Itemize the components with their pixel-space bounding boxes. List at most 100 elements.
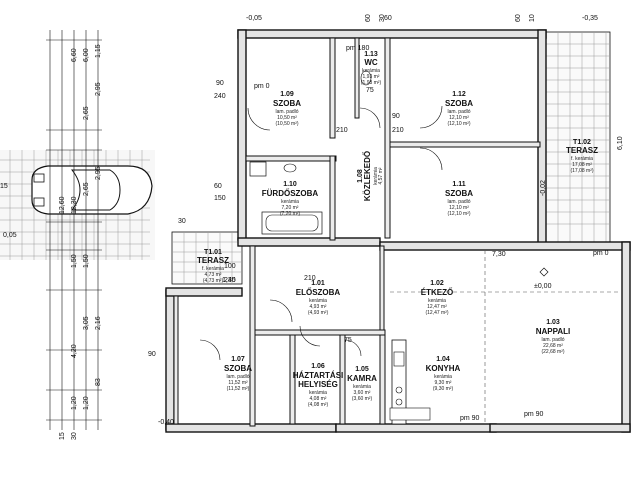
svg-text:12,10 m²: 12,10 m² — [449, 115, 469, 121]
svg-text:2,65: 2,65 — [83, 106, 90, 120]
svg-text:240: 240 — [214, 93, 226, 100]
svg-text:12,60: 12,60 — [59, 196, 66, 214]
svg-text:kerámia: kerámia — [428, 298, 446, 304]
svg-text:-0,02: -0,02 — [540, 180, 547, 196]
svg-text:0,05: 0,05 — [3, 232, 17, 239]
svg-text:T1.02: T1.02 — [573, 139, 591, 146]
svg-text:(22,68 m²): (22,68 m²) — [541, 349, 564, 355]
svg-text:12,10 m²: 12,10 m² — [449, 205, 469, 211]
svg-text:NAPPALI: NAPPALI — [536, 327, 571, 336]
svg-text:2,16: 2,16 — [95, 316, 102, 330]
svg-text:30: 30 — [71, 432, 78, 440]
room-1-13: 1.13 WC kerámia 1,93 m² (1,93 m²) — [361, 51, 382, 86]
door-swings — [199, 105, 443, 361]
svg-text:(4,93 m²): (4,93 m²) — [308, 310, 329, 316]
svg-text:lam. padló: lam. padló — [541, 337, 564, 343]
svg-text:4,08 m²: 4,08 m² — [310, 396, 327, 402]
svg-text:1,50: 1,50 — [83, 254, 90, 268]
svg-text:60: 60 — [365, 14, 372, 22]
svg-text:2,95: 2,95 — [95, 82, 102, 96]
svg-text:f. kerámia: f. kerámia — [202, 266, 224, 272]
svg-text:90: 90 — [216, 80, 224, 87]
svg-text:1,20: 1,20 — [83, 396, 90, 410]
svg-text:10: 10 — [529, 14, 536, 22]
svg-text:KÖZLEKEDŐ: KÖZLEKEDŐ — [363, 151, 372, 201]
svg-text:9,30 m²: 9,30 m² — [435, 380, 452, 386]
svg-text:6,60: 6,60 — [71, 48, 78, 62]
svg-text:lam. padló: lam. padló — [226, 374, 249, 380]
door-dimensions: 90 240 210 90 210 60 150 100 240 75 210 … — [148, 15, 404, 358]
svg-text:1.08: 1.08 — [357, 169, 364, 183]
svg-text:kerámia: kerámia — [373, 167, 379, 185]
svg-text:lam. padló: lam. padló — [447, 109, 470, 115]
svg-text:1.12: 1.12 — [452, 91, 466, 98]
room-1-02: 1.02 ÉTKEZŐ kerámia 12,47 m² (12,47 m²) — [421, 280, 453, 316]
svg-text:KAMRA: KAMRA — [347, 374, 377, 383]
svg-text:KONYHA: KONYHA — [426, 364, 461, 373]
svg-text:(3,60 m²): (3,60 m²) — [352, 396, 373, 402]
svg-text:1,20: 1,20 — [71, 396, 78, 410]
svg-text:3,05: 3,05 — [83, 316, 90, 330]
top-dimensions: 60 30 60 10 — [365, 14, 536, 22]
svg-text:pm 0: pm 0 — [254, 83, 270, 90]
room-1-09: 1.09 SZOBA lam. padló 10,50 m² (10,50 m²… — [273, 91, 301, 127]
svg-text:1.13: 1.13 — [364, 51, 378, 58]
svg-text:WC: WC — [364, 58, 378, 67]
svg-text:1.09: 1.09 — [280, 91, 294, 98]
svg-text:(12,10 m²): (12,10 m²) — [447, 211, 470, 217]
svg-text:kerámia: kerámia — [281, 199, 299, 205]
svg-text:±0,00: ±0,00 — [534, 283, 552, 290]
dashed-lines — [390, 250, 620, 424]
svg-text:(7,20 m²): (7,20 m²) — [280, 211, 301, 217]
svg-text:90: 90 — [148, 351, 156, 358]
svg-text:75: 75 — [344, 337, 352, 344]
kitchen-counter — [389, 339, 431, 425]
svg-text:HELYISÉG: HELYISÉG — [298, 380, 338, 389]
svg-text:SZOBA: SZOBA — [445, 189, 473, 198]
svg-text:1.04: 1.04 — [436, 356, 450, 363]
left-dimension-text: 6,60 6,00 2,95 2,65 2,95 2,65 1,15 12,60… — [59, 44, 102, 440]
svg-text:2,95: 2,95 — [95, 166, 102, 180]
svg-text:2,65: 2,65 — [83, 182, 90, 196]
svg-text:(11,52 m²): (11,52 m²) — [227, 386, 250, 392]
svg-text:1.03: 1.03 — [546, 319, 560, 326]
svg-text:6,10: 6,10 — [617, 136, 624, 150]
svg-text:SZOBA: SZOBA — [445, 99, 473, 108]
svg-text:7,30: 7,30 — [492, 251, 506, 258]
svg-text:6,00: 6,00 — [83, 48, 90, 62]
svg-text:SZOBA: SZOBA — [273, 99, 301, 108]
svg-text:pm 90: pm 90 — [460, 415, 480, 422]
svg-text:11,52 m²: 11,52 m² — [228, 380, 248, 386]
svg-text:1.06: 1.06 — [311, 363, 325, 370]
svg-text:210: 210 — [336, 127, 348, 134]
svg-text:kerámia: kerámia — [434, 374, 452, 380]
svg-text:75: 75 — [366, 87, 374, 94]
svg-text:HÁZTARTÁSI: HÁZTARTÁSI — [293, 371, 344, 380]
svg-text:90: 90 — [392, 113, 400, 120]
svg-text:4,93 m²: 4,93 m² — [310, 304, 327, 310]
room-1-06: 1.06 HÁZTARTÁSI HELYISÉG kerámia 4,08 m²… — [293, 363, 344, 408]
svg-text:1.02: 1.02 — [430, 280, 444, 287]
svg-text:kerámia: kerámia — [309, 298, 327, 304]
svg-text:10,50 m²: 10,50 m² — [277, 115, 297, 121]
svg-text:1,35: 1,35 — [222, 277, 236, 284]
svg-text:1.07: 1.07 — [231, 356, 245, 363]
svg-text:12,30: 12,30 — [71, 196, 78, 214]
svg-text:15: 15 — [0, 183, 8, 190]
svg-text:kerámia: kerámia — [309, 390, 327, 396]
svg-text:150: 150 — [214, 195, 226, 202]
svg-text:30: 30 — [178, 218, 186, 225]
terrace-right — [545, 31, 611, 243]
room-1-10: 1.10 FÜRDŐSZOBA kerámia 7,20 m² (7,20 m²… — [262, 181, 319, 217]
svg-text:(1,93 m²): (1,93 m²) — [361, 80, 382, 86]
svg-text:(12,10 m²): (12,10 m²) — [447, 121, 470, 127]
svg-text:(4,08 m²): (4,08 m²) — [308, 402, 329, 408]
room-t1-02: T1.02 TERASZ f. kerámia 17,08 m² (17,08 … — [566, 139, 598, 174]
svg-text:22,68 m²: 22,68 m² — [543, 343, 563, 349]
room-1-08: 1.08 KÖZLEKEDŐ kerámia 4,57 m² — [357, 151, 384, 201]
svg-text:4,73 m²: 4,73 m² — [205, 272, 222, 278]
inner-walls — [173, 37, 541, 427]
svg-text:TERASZ: TERASZ — [197, 256, 229, 265]
svg-text:lam. padló: lam. padló — [447, 199, 470, 205]
svg-text:60: 60 — [515, 14, 522, 22]
